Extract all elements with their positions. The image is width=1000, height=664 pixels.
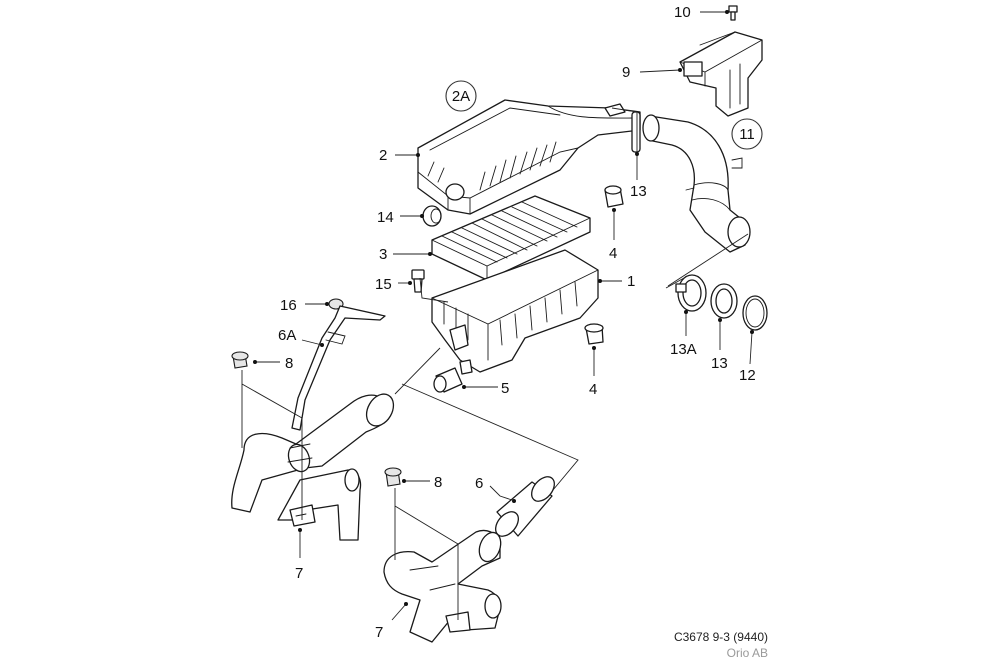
circled-label-11: 11 <box>731 118 763 150</box>
air-filter-housing <box>431 249 599 375</box>
circled-label-2a: 2A <box>445 80 477 112</box>
label-2: 2 <box>379 147 387 164</box>
label-13a: 13A <box>670 341 697 358</box>
part-13-hose-clamp <box>631 111 641 153</box>
label-7-lower: 7 <box>375 624 383 641</box>
air-filter-cover <box>417 99 641 215</box>
label-2a: 2A <box>452 88 470 105</box>
part-4-upper-grommet <box>604 185 624 208</box>
label-4-lower: 4 <box>589 381 597 398</box>
leader-lines <box>253 10 754 621</box>
part-5-rubber-mount <box>433 367 463 393</box>
diagram-code: C3678 9-3 (9440) <box>673 630 768 644</box>
part-10-screw <box>728 5 738 21</box>
part-13a-clamp <box>675 274 707 312</box>
label-12: 12 <box>739 367 756 384</box>
label-15: 15 <box>375 276 392 293</box>
label-8-lower: 8 <box>434 474 442 491</box>
label-10: 10 <box>674 4 691 21</box>
label-14: 14 <box>377 209 394 226</box>
part-13-clamp-right <box>710 283 738 319</box>
label-1: 1 <box>627 273 635 290</box>
part-4-lower-grommet <box>584 323 604 345</box>
label-3: 3 <box>379 246 387 263</box>
label-9: 9 <box>622 64 630 81</box>
label-13-upper: 13 <box>630 183 647 200</box>
label-6: 6 <box>475 475 483 492</box>
group-lines <box>241 107 749 620</box>
label-13-right: 13 <box>711 355 728 372</box>
label-5: 5 <box>501 380 509 397</box>
label-7-upper: 7 <box>295 565 303 582</box>
label-16: 16 <box>280 297 297 314</box>
intake-pipe-assembly-lower <box>383 467 555 643</box>
intake-pipe-assembly-upper <box>231 305 395 541</box>
air-mass-meter <box>679 31 763 117</box>
intake-hose-11 <box>642 114 751 253</box>
label-11: 11 <box>739 126 755 143</box>
copyright-text: Orio AB <box>726 646 768 660</box>
label-6a: 6A <box>278 327 296 344</box>
part-15-screw <box>411 269 425 293</box>
label-8-upper: 8 <box>285 355 293 372</box>
part-14-cap <box>422 205 442 227</box>
part-12-seal-ring <box>742 295 768 331</box>
label-4-upper: 4 <box>609 245 617 262</box>
